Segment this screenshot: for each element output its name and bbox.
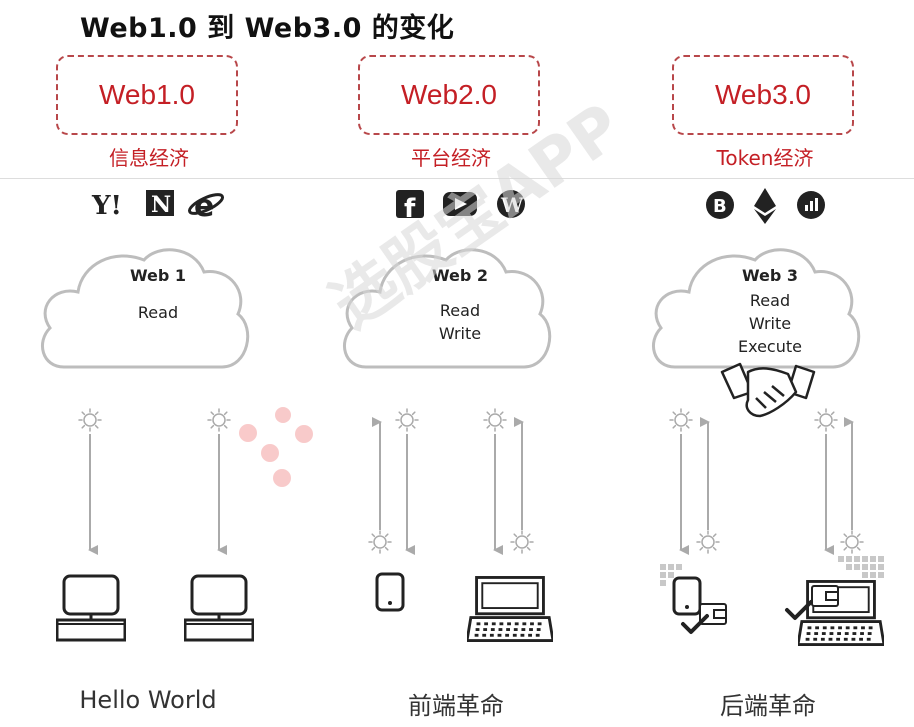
cloud-line-write: Write	[438, 324, 482, 343]
svg-text:f: f	[404, 194, 416, 224]
wordpress-icon: W	[497, 190, 525, 218]
cloud-text-web3: Web 3 Read Write Execute	[700, 264, 840, 358]
grid-pattern-icon	[660, 556, 884, 586]
mobile-phone-icon	[375, 572, 405, 612]
wallet-icon	[811, 585, 839, 607]
desktop-computer-icon	[184, 574, 254, 642]
svg-text:B: B	[713, 196, 727, 217]
laptop-icon	[798, 579, 884, 647]
page-title: Web1.0 到 Web3.0 的变化	[80, 13, 455, 44]
desktop-computer-icon	[56, 574, 126, 642]
cloud-line-read: Read	[439, 301, 481, 320]
chart-coin-icon	[797, 191, 825, 219]
youtube-icon	[443, 192, 477, 216]
economy-label-web3: Token经济	[716, 146, 814, 170]
web1-arrows	[78, 408, 231, 555]
economy-label-web2: 平台经济	[411, 146, 491, 170]
bottom-label-web1: Hello World	[79, 686, 217, 714]
cloud-line-read: Read	[137, 303, 179, 322]
cloud-title-web1: Web 1	[129, 266, 187, 285]
web2-arrows	[368, 408, 534, 555]
cloud-line-write: Write	[748, 314, 792, 333]
era-box-web1: Web1.0	[56, 55, 238, 135]
era-label-web3: Web3.0	[715, 79, 811, 110]
ethereum-icon	[754, 188, 776, 224]
cloud-text-web1: Web 1 Read	[88, 264, 228, 324]
era-box-web2: Web2.0	[358, 55, 540, 135]
facebook-icon: f	[396, 190, 424, 224]
netscape-icon: N	[146, 190, 174, 218]
divider-line	[0, 178, 914, 179]
cloud-title-web3: Web 3	[741, 266, 799, 285]
svg-text:Y!: Y!	[91, 191, 122, 221]
economy-label-web1: 信息经济	[109, 146, 189, 170]
internet-explorer-icon: e	[187, 189, 225, 224]
era-box-web3: Web3.0	[672, 55, 854, 135]
handshake-icon	[720, 362, 816, 418]
bottom-label-web2: 前端革命	[408, 692, 504, 720]
bottom-label-web3: 后端革命	[720, 692, 816, 720]
svg-text:e: e	[194, 189, 214, 224]
yahoo-icon: Y!	[91, 191, 122, 221]
svg-text:W: W	[500, 193, 524, 217]
era-label-web1: Web1.0	[99, 79, 195, 110]
cloud-line-read: Read	[749, 291, 791, 310]
cloud-line-execute: Execute	[738, 337, 802, 356]
laptop-icon	[467, 575, 553, 643]
mobile-phone-icon	[672, 576, 702, 616]
watermark-logo	[239, 407, 313, 487]
bitcoin-icon: B	[706, 191, 734, 219]
svg-text:N: N	[151, 192, 171, 218]
web3-arrows	[669, 408, 864, 555]
era-label-web2: Web2.0	[401, 79, 497, 110]
cloud-title-web2: Web 2	[431, 266, 489, 285]
cloud-text-web2: Web 2 Read Write	[390, 264, 530, 345]
